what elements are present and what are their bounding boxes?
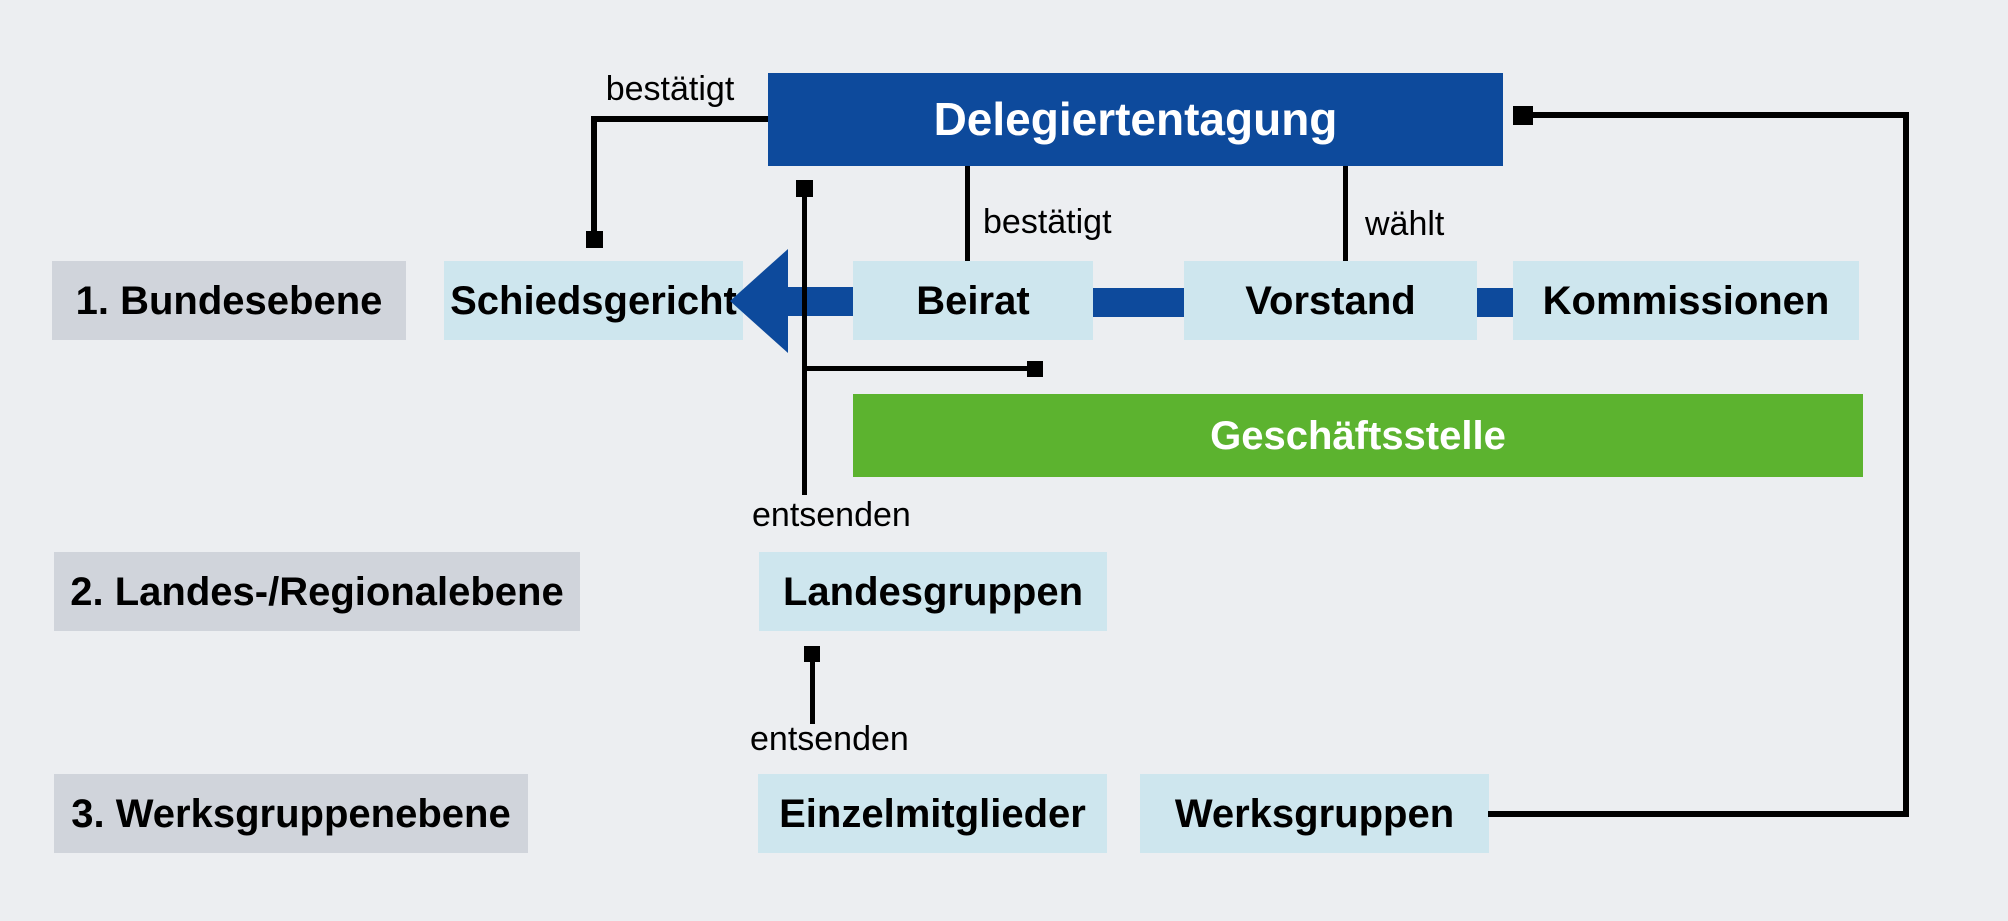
edge-delegiertentagung-beirat-v [965,166,970,261]
edge-endpoint-square-delegiertentagung-right [1513,106,1533,125]
edge-endpoint-square-delegiertentagung-bottom [796,180,813,197]
node-geschaeftsstelle: Geschäftsstelle [853,394,1863,477]
connector-vorstand-kommissionen [1477,288,1513,317]
level-label-werksgruppenebene: 3. Werksgruppenebene [54,774,528,853]
arrow-left-icon [730,249,788,353]
node-kommissionen: Kommissionen [1513,261,1859,340]
level-label-landes-regionalebene: 2. Landes-/Regionalebene [54,552,580,631]
node-werksgruppen: Werksgruppen [1140,774,1489,853]
edge-label-bestaetigt-top: bestätigt [605,70,735,108]
edge-werksgruppen-loop-bottom [1488,811,1909,817]
node-delegiertentagung: Delegiertentagung [768,73,1503,166]
edge-werksgruppen-loop-right [1903,112,1909,817]
edge-einzelmitglieder-landesgruppen-v [810,660,815,724]
node-vorstand: Vorstand [1184,261,1477,340]
node-beirat: Beirat [853,261,1093,340]
edge-delegiertentagung-vorstand-v [1343,166,1348,261]
arrow-shaft-beirat-schiedsgericht [785,287,853,316]
level-label-bundesebene: 1. Bundesebene [52,261,406,340]
edge-endpoint-square-geschaeftsstelle [1027,361,1043,377]
edge-endpoint-square-schiedsgericht [586,231,603,248]
edge-label-entsenden-2: entsenden [750,720,909,758]
edge-branch-geschaeftsstelle-h [802,366,1033,371]
edge-label-entsenden-1: entsenden [752,496,911,534]
node-landesgruppen: Landesgruppen [759,552,1107,631]
edge-werksgruppen-loop-top [1531,112,1909,118]
edge-delegiertentagung-schiedsgericht-v [591,116,597,234]
node-einzelmitglieder: Einzelmitglieder [758,774,1107,853]
node-schiedsgericht: Schiedsgericht [444,261,743,340]
edge-landesgruppen-delegiertentagung-v [802,195,807,495]
edge-delegiertentagung-schiedsgericht-h [591,116,768,122]
edge-label-waehlt: wählt [1365,205,1445,243]
connector-beirat-vorstand [1093,288,1184,317]
edge-endpoint-square-landesgruppen-bottom [804,646,820,662]
edge-label-bestaetigt-mid: bestätigt [983,203,1112,241]
